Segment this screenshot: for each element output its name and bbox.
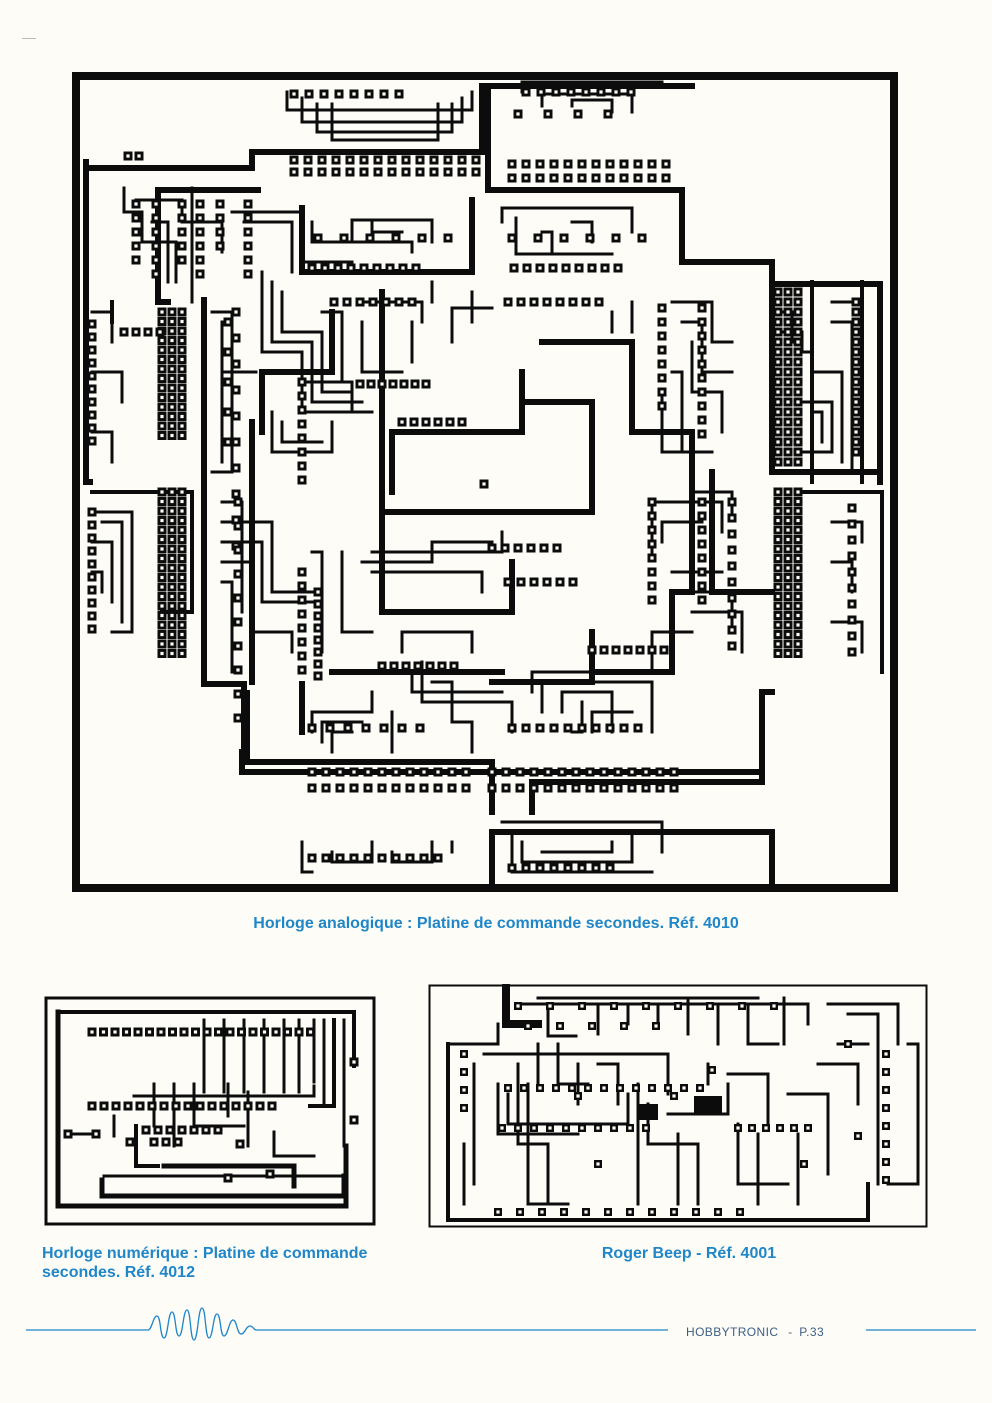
- solder-pads: [460, 1002, 890, 1216]
- page-number: P.33: [799, 1325, 825, 1339]
- solder-pads: [87, 87, 861, 873]
- copper-traces: [446, 984, 920, 1222]
- copper-traces: [83, 80, 884, 892]
- footer-rule: [26, 1307, 976, 1341]
- footer-separator: -: [788, 1325, 793, 1339]
- board-outline: [44, 996, 376, 1226]
- pcb-layout-4010: [72, 72, 898, 892]
- magazine-name: HOBBYTRONIC: [686, 1325, 779, 1339]
- waveform-icon: [147, 1307, 257, 1341]
- footer-divider-line: [26, 1307, 976, 1341]
- page-footer: HOBBYTRONIC - P.33: [686, 1325, 824, 1339]
- board-outline: [72, 72, 898, 892]
- caption-board-4012: Horloge numérique : Platine de commande …: [42, 1245, 368, 1281]
- caption-board-4001: Roger Beep - Réf. 4001: [601, 1245, 777, 1262]
- solder-pads: [63, 1027, 359, 1183]
- pcb-layout-4001: [428, 984, 928, 1228]
- pcb-layout-4012: [44, 996, 376, 1226]
- caption-board-4010: Horloge analogique : Platine de commande…: [253, 915, 739, 932]
- board-outline: [428, 984, 928, 1228]
- margin-mark: [22, 38, 36, 39]
